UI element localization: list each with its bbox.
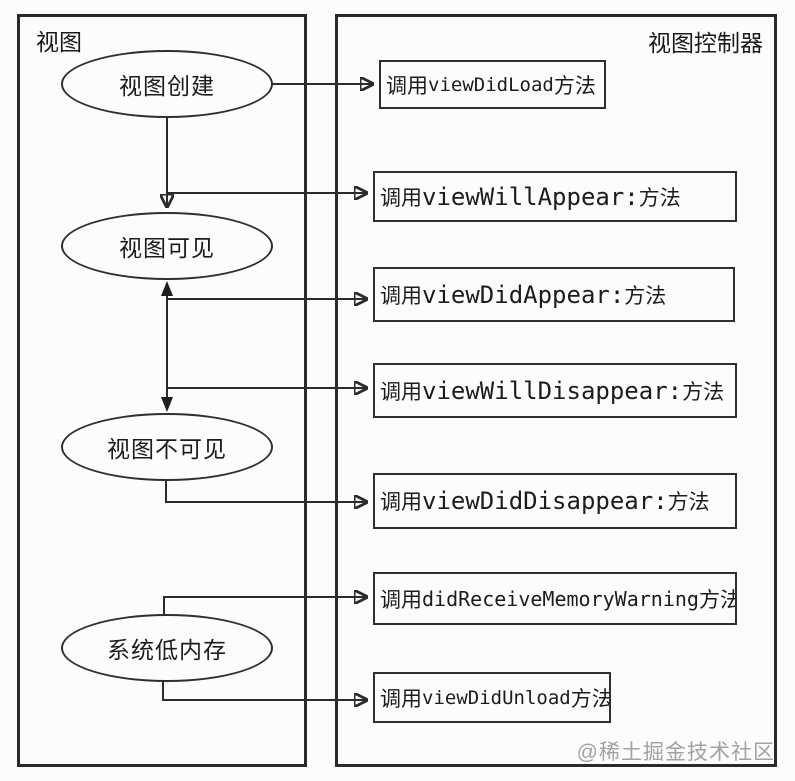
- method-name: viewDidLoad: [428, 73, 554, 96]
- watermark: @稀土掘金技术社区: [576, 741, 775, 764]
- view-controller-panel: [335, 14, 777, 767]
- node-label: 视图不可见: [107, 436, 227, 462]
- node-label: 系统低内存: [107, 637, 227, 663]
- node-view-visible: 视图可见: [61, 212, 273, 280]
- call-suffix: 方法: [682, 380, 725, 404]
- method-name: viewWillDisappear:: [422, 376, 683, 405]
- call-suffix: 方法: [638, 186, 681, 210]
- method-name: didReceiveMemoryWarning: [422, 586, 699, 611]
- call-prefix: 调用: [380, 380, 422, 404]
- call-suffix: 方法: [667, 491, 710, 514]
- view-panel-title: 视图: [36, 29, 82, 55]
- call-prefix: 调用: [380, 186, 422, 210]
- call-prefix: 调用: [380, 687, 422, 711]
- method-name: viewWillAppear:: [422, 182, 639, 211]
- node-view-created: 视图创建: [61, 50, 273, 118]
- call-suffix: 方法: [570, 687, 611, 711]
- node-label: 视图可见: [119, 235, 215, 261]
- method-name: viewDidUnload: [422, 686, 571, 709]
- node-label: 视图创建: [119, 73, 215, 99]
- method-name: viewDidAppear:: [422, 280, 625, 309]
- node-low-memory: 系统低内存: [61, 614, 273, 682]
- view-controller-panel-title: 视图控制器: [648, 30, 763, 56]
- method-name: viewDidDisappear:: [422, 487, 668, 515]
- call-suffix: 方法: [698, 588, 737, 612]
- call-prefix: 调用: [386, 74, 428, 98]
- call-suffix: 方法: [553, 74, 596, 98]
- call-prefix: 调用: [380, 284, 422, 308]
- node-view-invisible: 视图不可见: [61, 413, 273, 481]
- call-prefix: 调用: [380, 491, 422, 514]
- call-suffix: 方法: [624, 284, 667, 308]
- view-panel: [17, 14, 307, 767]
- call-prefix: 调用: [380, 588, 422, 612]
